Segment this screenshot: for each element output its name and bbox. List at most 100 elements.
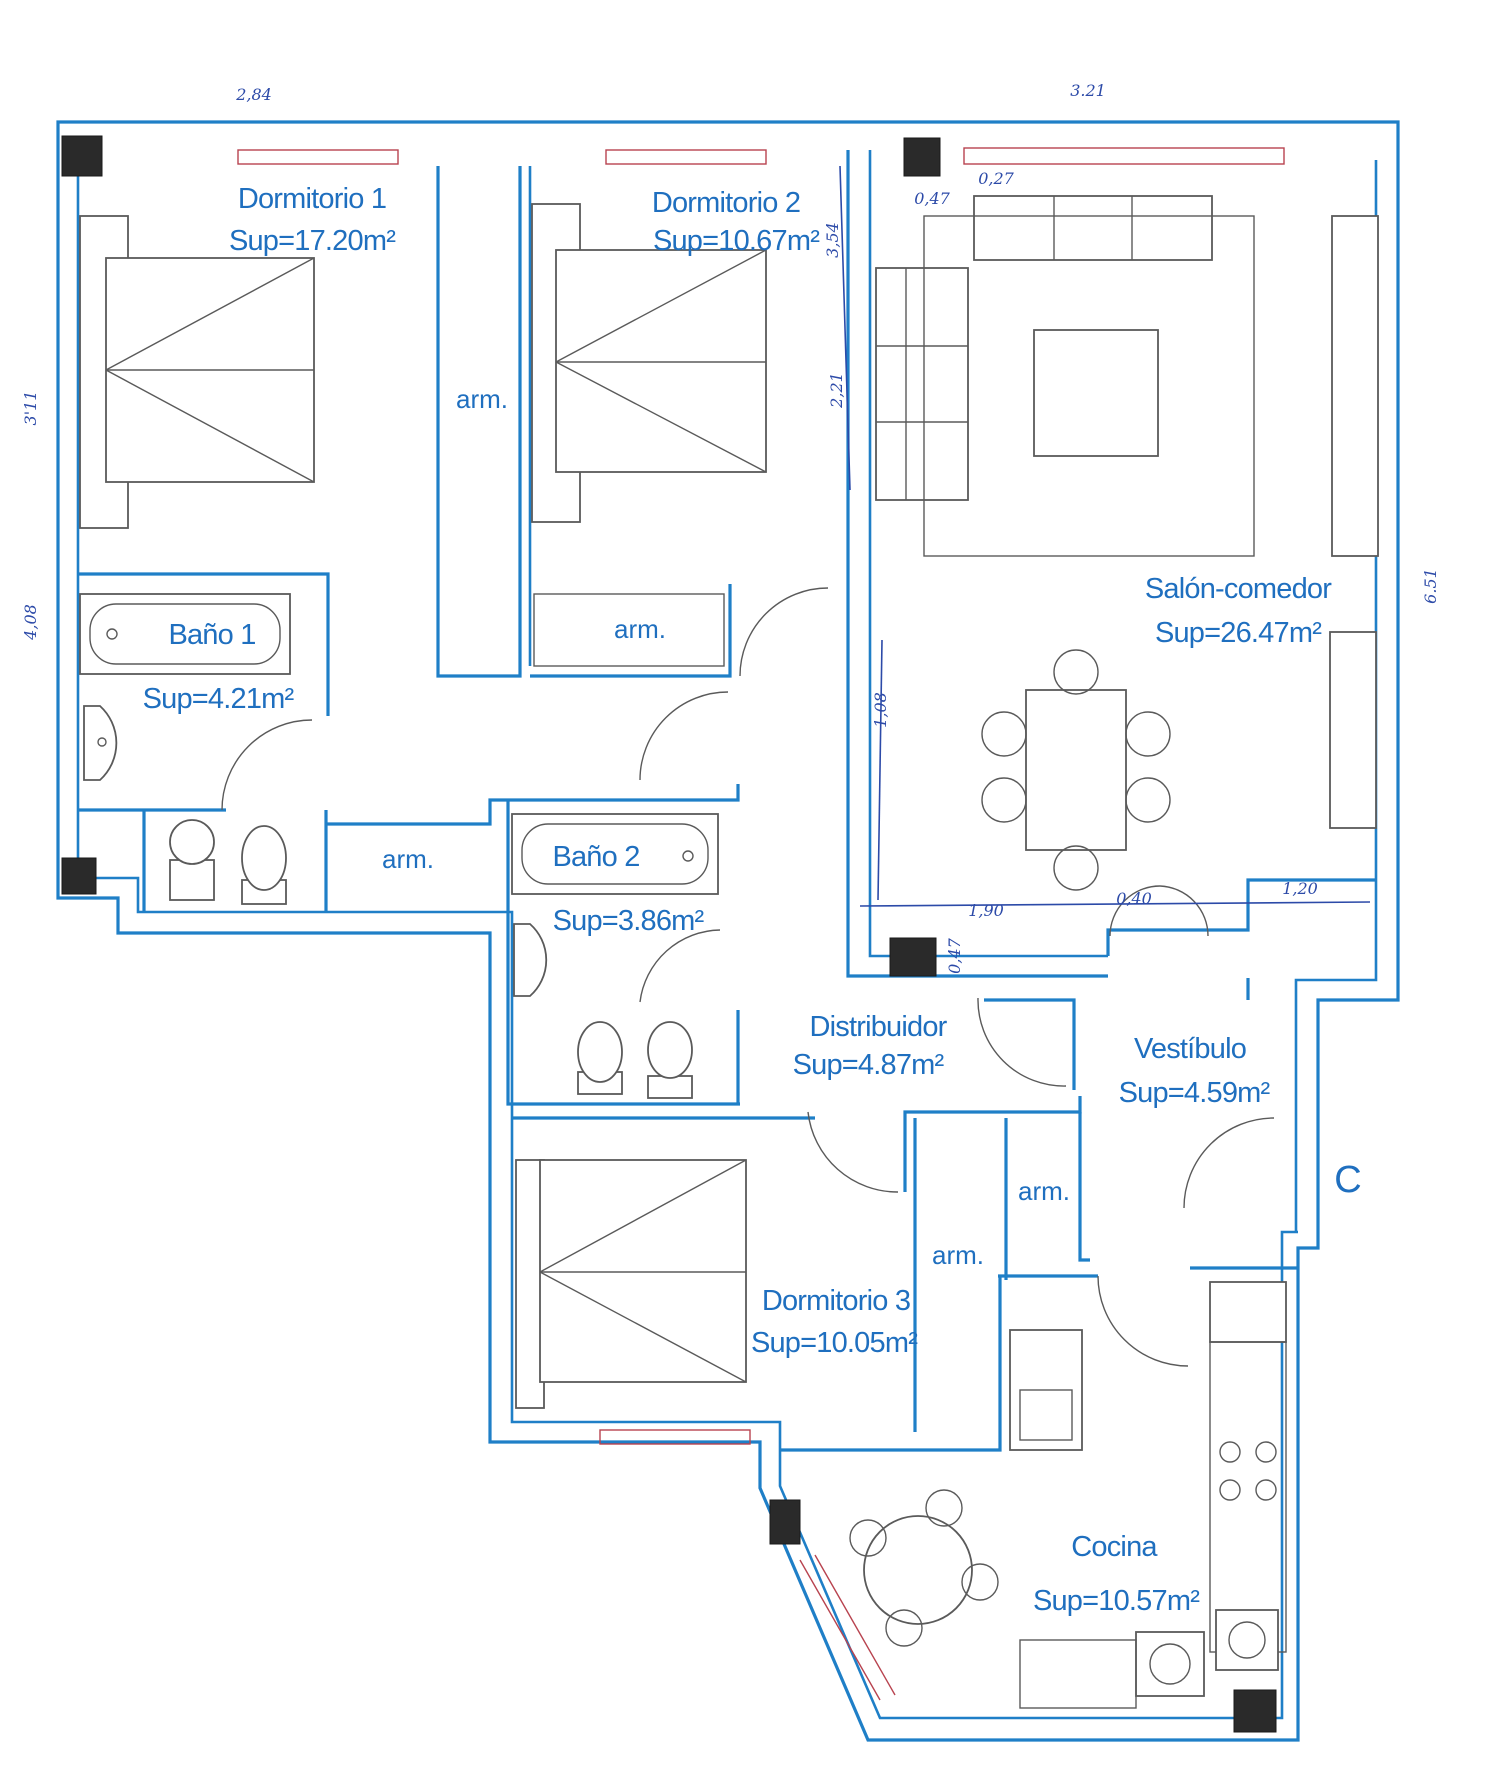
door-salon-a: [1109, 885, 1161, 937]
washbasin-2: [513, 923, 548, 997]
label-d1-area: Sup=17.20m²: [229, 225, 396, 257]
outer-wall-inner: [76, 166, 1298, 1720]
door-bano1: [221, 719, 313, 811]
dim-bottom-b: 0,40: [1116, 889, 1152, 908]
shaft-top-right: [903, 137, 941, 177]
dining-table: [981, 649, 1171, 891]
dim-bottom-d: 0,47: [945, 937, 964, 973]
door-bano2: [639, 929, 721, 1003]
pen-line-d2: [839, 165, 851, 491]
dim-right: 6.51: [1421, 568, 1440, 604]
arm-d2: arm.: [614, 614, 666, 644]
label-d3-name: Dormitorio 3: [762, 1285, 910, 1317]
shaft-top-left: [61, 135, 103, 177]
shafts: [61, 135, 1277, 1733]
hob: [1219, 1441, 1277, 1501]
washbasin-1: [83, 705, 118, 781]
outer-wall-inner-right: [1294, 160, 1378, 1232]
label-dist-area: Sup=4.87m²: [793, 1049, 945, 1081]
wall-arm-block-c: [1078, 1112, 1090, 1262]
dim-top-left: 2,84: [235, 85, 272, 104]
label-vest-area: Sup=4.59m²: [1119, 1077, 1271, 1109]
window-d1: [237, 149, 399, 165]
shaft-bano1: [61, 857, 97, 895]
toilet-1: [169, 819, 215, 901]
outer-wall: [56, 120, 1400, 1742]
dim-top-right: 3.21: [1070, 81, 1106, 100]
label-salon-area: Sup=26.47m²: [1155, 617, 1322, 649]
sink-unit: [1009, 1329, 1083, 1451]
bed-d1: [79, 215, 315, 529]
rug: [923, 215, 1255, 557]
bed-d2: [531, 203, 767, 523]
sideboard-top: [1331, 215, 1379, 557]
dim-left-lower: 4,08: [21, 604, 40, 641]
label-cocina-area: Sup=10.57m²: [1033, 1585, 1200, 1617]
wall-dist-vest: [984, 998, 1076, 1090]
dim-salon-a: 0,47: [914, 189, 950, 208]
door-vest: [977, 997, 1067, 1087]
window-salon: [963, 147, 1285, 165]
sofa-top: [973, 195, 1213, 261]
pen-line-bottom: [859, 901, 1371, 907]
door-d3: [807, 1111, 899, 1193]
wall-d2-salon-b: [868, 150, 1108, 958]
label-bano1-area: Sup=4.21m²: [143, 683, 295, 715]
window-d3: [599, 1429, 751, 1445]
kitchen-counter-bottom: [1019, 1639, 1137, 1709]
shaft-kitchen-right: [1233, 1689, 1277, 1733]
label-d1-name: Dormitorio 1: [238, 183, 386, 215]
sofa-left: [875, 267, 969, 501]
sideboard-bottom: [1329, 631, 1377, 829]
labels: Dormitorio 1 Sup=17.20m² Dormitorio 2 Su…: [21, 81, 1440, 1617]
arm-corridor: arm.: [382, 844, 434, 874]
shaft-salon: [889, 937, 937, 977]
wall-dist-arm: [903, 1096, 1082, 1192]
arm-d1: arm.: [456, 384, 508, 414]
dim-d2-side: 3,54: [823, 222, 842, 258]
wall-vest: [1106, 878, 1376, 956]
wall-d1-d2: [436, 166, 522, 678]
wall-bano1: [78, 572, 330, 716]
wall-bano2: [506, 800, 740, 1106]
bidet-2: [577, 1021, 623, 1095]
dim-bottom-a: 1,90: [968, 901, 1004, 920]
arm-d3: arm.: [932, 1240, 984, 1270]
kitchen-table: [849, 1489, 999, 1647]
furniture: [79, 195, 1379, 1709]
bed-d3: [515, 1159, 747, 1409]
bathtub-1: [79, 593, 291, 675]
wall-corridor: [326, 784, 740, 826]
label-dist-name: Distribuidor: [809, 1011, 947, 1043]
door-salon-b: [1159, 885, 1209, 937]
dim-salon-b: 0,27: [978, 169, 1014, 188]
bidet-1: [241, 825, 287, 905]
unit-letter: C: [1334, 1159, 1361, 1201]
doors: [221, 587, 1275, 1367]
label-bano1-name: Baño 1: [168, 619, 255, 651]
dim-left-upper: 3'11: [21, 391, 40, 426]
pen-line-salon: [877, 639, 883, 901]
washer: [1135, 1609, 1279, 1697]
window-kitchen: [799, 1559, 881, 1701]
label-bano2-name: Baño 2: [552, 841, 639, 873]
window-kitchen-b: [814, 1554, 896, 1696]
toilet-2: [647, 1021, 693, 1099]
dim-bottom-c: 1,20: [1282, 879, 1318, 898]
label-d3-area: Sup=10.05m²: [751, 1327, 918, 1359]
label-vest-name: Vestíbulo: [1134, 1033, 1246, 1065]
label-bano2-area: Sup=3.86m²: [553, 905, 705, 937]
coffee-table: [1033, 329, 1159, 457]
window-d2: [605, 149, 767, 165]
dim-salon-wall: 1,08: [871, 692, 890, 728]
counter-right: [1209, 1281, 1287, 1653]
label-salon-name: Salón-comedor: [1145, 573, 1332, 605]
door-d2: [739, 587, 829, 677]
door-entry: [1183, 1117, 1275, 1209]
door-kitchen: [1097, 1275, 1189, 1367]
label-d2-area: Sup=10.67m²: [653, 225, 820, 257]
pen-marks: [839, 165, 1371, 907]
shaft-kitchen-left: [769, 1499, 801, 1545]
wardrobe-d2: [533, 593, 725, 667]
arm-dist: arm.: [1018, 1176, 1070, 1206]
